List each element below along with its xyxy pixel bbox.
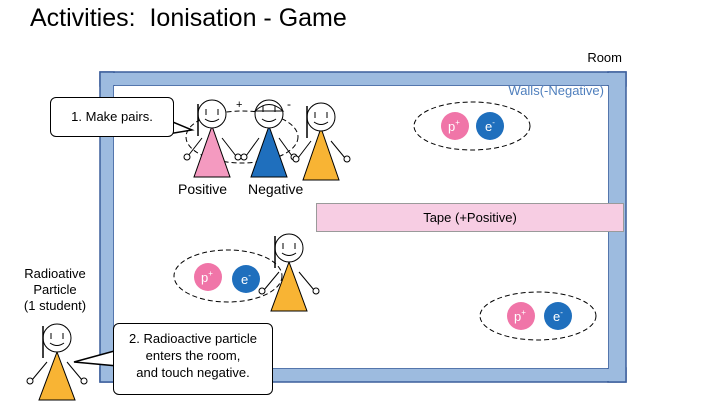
- student-middle: [258, 233, 320, 312]
- radioactive-particle-label: Radioative Particle (1 student): [12, 266, 98, 314]
- negative-label: Negative: [248, 181, 304, 197]
- tape-label: Tape (+Positive): [316, 203, 624, 232]
- atom-pair-top: p+ e-: [413, 101, 531, 151]
- room-label: Room: [587, 50, 622, 65]
- student-pair-outline: [185, 110, 299, 164]
- proton-circle: [441, 112, 469, 140]
- svg-text:e-: e-: [553, 308, 563, 324]
- electron-label: e-: [485, 118, 495, 134]
- atom-pair-bottom: p+ e-: [479, 291, 597, 341]
- page-title: Activities: Ionisation - Game: [30, 4, 347, 32]
- student-wall-top: [292, 102, 351, 181]
- electron-circle: [476, 112, 504, 140]
- student-radioactive: [26, 323, 88, 401]
- minus-sign: -: [287, 97, 291, 111]
- positive-label: Positive: [178, 181, 228, 197]
- radioactive-label-line: Radioative: [24, 266, 86, 281]
- callout-line: and touch negative.: [136, 365, 250, 380]
- student-negative: [240, 99, 298, 178]
- callout-2-pointer: [73, 349, 119, 367]
- callout-line: enters the room,: [145, 348, 241, 363]
- callout-make-pairs: 1. Make pairs.: [50, 97, 174, 137]
- radioactive-label-line: (1 student): [23, 298, 87, 313]
- callout-radioactive-enters: 2. Radioactive particle enters the room,…: [113, 323, 273, 395]
- atom-pair-middle: p+ e-: [173, 249, 283, 303]
- svg-text:e-: e-: [241, 271, 251, 287]
- callout-line: 2. Radioactive particle: [129, 331, 257, 346]
- radioactive-label-line: Particle: [33, 282, 77, 297]
- plus-sign: +: [236, 99, 242, 111]
- walls-label: Walls(-Negative): [508, 83, 604, 98]
